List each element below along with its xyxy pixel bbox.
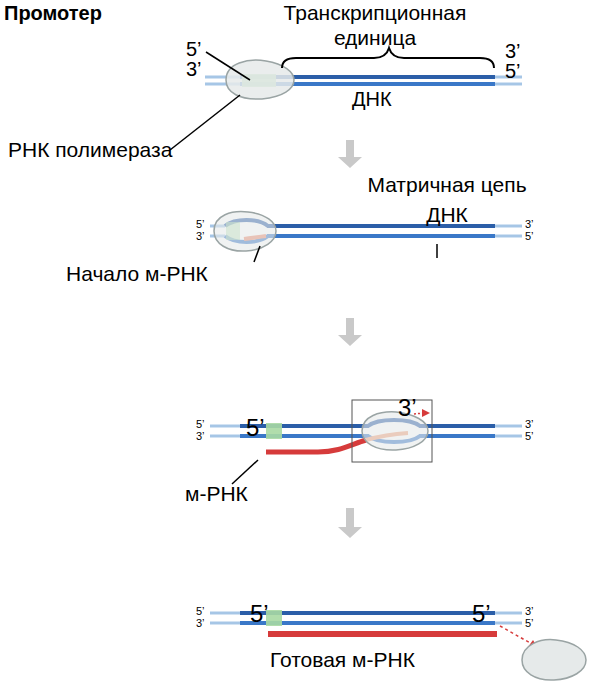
- strand-end-label: 5’: [505, 60, 521, 83]
- strand-end-label: 3’: [186, 58, 202, 81]
- strand-end-label: 3’: [525, 418, 534, 431]
- leader-line: [170, 95, 240, 150]
- rna-polymerase: [214, 212, 276, 252]
- mrna-start-label: Начало м-РНК: [66, 262, 208, 286]
- strand-end-label: 5’: [196, 605, 205, 618]
- rna-polymerase: [226, 60, 294, 99]
- dna-panel-1: [170, 48, 522, 150]
- mrna-strand: [266, 440, 366, 452]
- dna-strand: [495, 235, 522, 238]
- dna-strand: [495, 435, 522, 438]
- strand-end-label: 5’: [525, 230, 534, 243]
- dna-panel-3: [210, 400, 522, 484]
- mature-mrna: [268, 631, 497, 637]
- dna-strand: [210, 425, 240, 428]
- rna-end-label: 5’: [472, 600, 491, 628]
- strand-end-label: 3’: [196, 230, 205, 243]
- rna-polymerase: [522, 640, 586, 680]
- promoter-label: Промотер: [4, 2, 102, 25]
- rna-end-label: 5’: [246, 414, 265, 442]
- leader-line: [206, 52, 250, 80]
- leader-line: [232, 460, 258, 484]
- dna-label: ДНК: [352, 88, 392, 111]
- dna-strand: [495, 425, 522, 428]
- strand-end-label: 5’: [525, 430, 534, 443]
- rna-end-label: 5’: [250, 600, 269, 628]
- strand-end-label: 5’: [525, 617, 534, 630]
- dna-strand: [210, 622, 240, 625]
- strand-end-label: 3’: [196, 430, 205, 443]
- strand-end-label: 3’: [196, 617, 205, 630]
- direction-arrow: [422, 409, 430, 417]
- dna-panel-2: [210, 212, 522, 262]
- dna-strand: [210, 435, 240, 438]
- dna-strand: [495, 612, 522, 615]
- strand-end-label: 5’: [196, 218, 205, 231]
- dna-strand: [495, 225, 522, 228]
- promoter-region: [266, 423, 282, 439]
- step-arrow: [338, 318, 362, 346]
- step-arrow: [338, 508, 362, 538]
- dna-strand: [495, 83, 522, 86]
- leader-line: [254, 246, 260, 262]
- dna-strand: [495, 622, 522, 625]
- strand-end-label: 5’: [196, 418, 205, 431]
- rna-end-label: 3’: [398, 394, 417, 422]
- transcription-unit-label: Транскрипционная единица: [250, 0, 500, 50]
- polymerase-label: РНК полимераза: [8, 138, 172, 162]
- rna-polymerase: [362, 412, 428, 450]
- template-strand-label: Матричная цепь ДНК: [362, 170, 532, 230]
- focus-box: [352, 400, 432, 462]
- step-arrow: [338, 140, 362, 168]
- mrna-label: м-РНК: [185, 482, 248, 506]
- leader-line: [436, 244, 438, 258]
- strand-end-label: 3’: [505, 40, 521, 63]
- strand-end-label: 3’: [525, 605, 534, 618]
- brace: [282, 48, 494, 68]
- strand-end-label: 5’: [186, 38, 202, 61]
- dna-strand: [210, 612, 240, 615]
- mature-mrna-label: Готовая м-РНК: [270, 648, 415, 672]
- strand-end-label: 3’: [525, 218, 534, 231]
